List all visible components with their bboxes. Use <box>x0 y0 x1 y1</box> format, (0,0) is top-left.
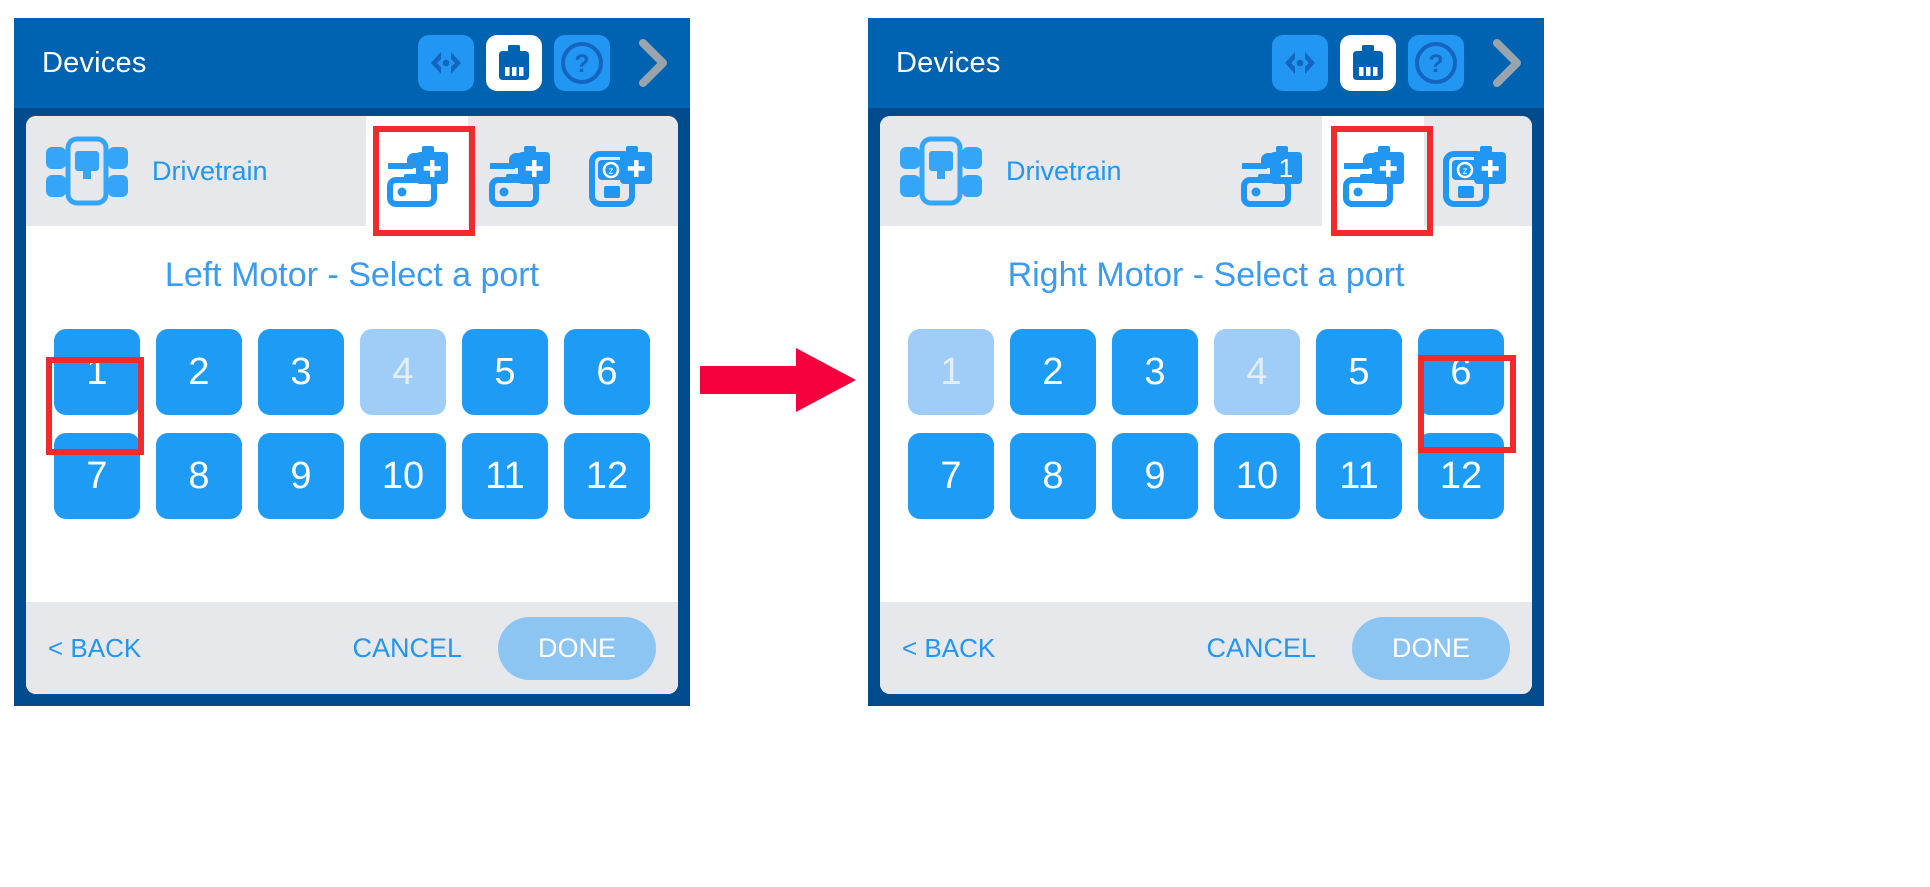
chevron-right-icon[interactable] <box>630 34 676 92</box>
port-button[interactable]: 1 <box>54 329 140 415</box>
app-bar-icons: ? <box>418 34 676 92</box>
device-actions: 1 <box>1220 116 1526 226</box>
cancel-button[interactable]: CANCEL <box>352 632 462 663</box>
port-button: 1 <box>908 329 994 415</box>
port-button[interactable]: 12 <box>564 433 650 519</box>
port-button[interactable]: 9 <box>258 433 344 519</box>
svg-text:z: z <box>1463 166 1468 177</box>
add-gyro-icon[interactable]: z <box>570 116 672 226</box>
back-button[interactable]: < BACK <box>48 632 142 663</box>
port-button[interactable]: 6 <box>564 329 650 415</box>
code-icon[interactable] <box>1272 35 1328 91</box>
port-grid: 1 2 3 4 5 6 7 8 9 10 11 12 <box>908 329 1504 519</box>
app-bar-title: Devices <box>42 46 147 79</box>
done-button[interactable]: DONE <box>497 616 656 680</box>
add-left-motor-icon[interactable] <box>366 116 468 226</box>
sheet-footer: < BACK CANCEL DONE <box>880 602 1532 694</box>
prompt-text: Left Motor - Select a port <box>164 256 540 294</box>
port-badge-number: 1 <box>1279 153 1293 183</box>
device-name: Drivetrain <box>152 155 268 186</box>
sheet-body: Left Motor - Select a port 1 2 3 4 5 6 7… <box>26 226 678 602</box>
port-grid: 1 2 3 4 5 6 7 8 9 10 11 12 <box>54 329 650 519</box>
port-button[interactable]: 10 <box>1214 433 1300 519</box>
add-gyro-icon[interactable]: z <box>1424 116 1526 226</box>
port-button: 4 <box>360 329 446 415</box>
brain-icon[interactable] <box>1340 35 1396 91</box>
device-actions: z <box>366 116 672 226</box>
port-button[interactable]: 10 <box>360 433 446 519</box>
help-icon[interactable]: ? <box>1408 35 1464 91</box>
port-button[interactable]: 2 <box>1010 329 1096 415</box>
drivetrain-icon <box>44 135 130 207</box>
sheet: Drivetrain 1 <box>880 116 1532 694</box>
sheet-footer: < BACK CANCEL DONE <box>26 602 678 694</box>
prompt-text: Right Motor - Select a port <box>1007 256 1405 294</box>
port-button: 4 <box>1214 329 1300 415</box>
brain-icon[interactable] <box>486 35 542 91</box>
app-bar-icons: ? <box>1272 34 1530 92</box>
device-panel-right: Devices <box>868 18 1544 706</box>
left-motor-port-icon[interactable]: 1 <box>1220 116 1322 226</box>
back-button[interactable]: < BACK <box>902 632 996 663</box>
port-button[interactable]: 7 <box>54 433 140 519</box>
device-panel-left: Devices <box>14 18 690 706</box>
code-icon[interactable] <box>418 35 474 91</box>
app-bar: Devices <box>14 18 690 108</box>
cancel-button[interactable]: CANCEL <box>1206 632 1316 663</box>
port-button[interactable]: 9 <box>1112 433 1198 519</box>
svg-text:?: ? <box>1428 50 1443 78</box>
port-button[interactable]: 11 <box>462 433 548 519</box>
sheet: Drivetrain <box>26 116 678 694</box>
drivetrain-icon <box>898 135 984 207</box>
port-button[interactable]: 8 <box>156 433 242 519</box>
port-button[interactable]: 12 <box>1418 433 1504 519</box>
port-button[interactable]: 3 <box>1112 329 1198 415</box>
port-button[interactable]: 7 <box>908 433 994 519</box>
port-button[interactable]: 5 <box>462 329 548 415</box>
port-button[interactable]: 8 <box>1010 433 1096 519</box>
help-icon[interactable]: ? <box>554 35 610 91</box>
done-button[interactable]: DONE <box>1351 616 1510 680</box>
chevron-right-icon[interactable] <box>1484 34 1530 92</box>
svg-text:?: ? <box>574 50 589 78</box>
port-button[interactable]: 5 <box>1316 329 1402 415</box>
port-button[interactable]: 3 <box>258 329 344 415</box>
app-bar-title: Devices <box>896 46 1001 79</box>
right-arrow <box>700 340 860 420</box>
add-right-motor-icon[interactable] <box>1322 116 1424 226</box>
add-right-motor-icon[interactable] <box>468 116 570 226</box>
port-button[interactable]: 11 <box>1316 433 1402 519</box>
port-button[interactable]: 6 <box>1418 329 1504 415</box>
device-name: Drivetrain <box>1006 155 1122 186</box>
port-button[interactable]: 2 <box>156 329 242 415</box>
sheet-body: Right Motor - Select a port 1 2 3 4 5 6 … <box>880 226 1532 602</box>
app-bar: Devices <box>868 18 1544 108</box>
svg-text:z: z <box>609 166 614 177</box>
device-row: Drivetrain <box>26 116 678 226</box>
device-row: Drivetrain 1 <box>880 116 1532 226</box>
